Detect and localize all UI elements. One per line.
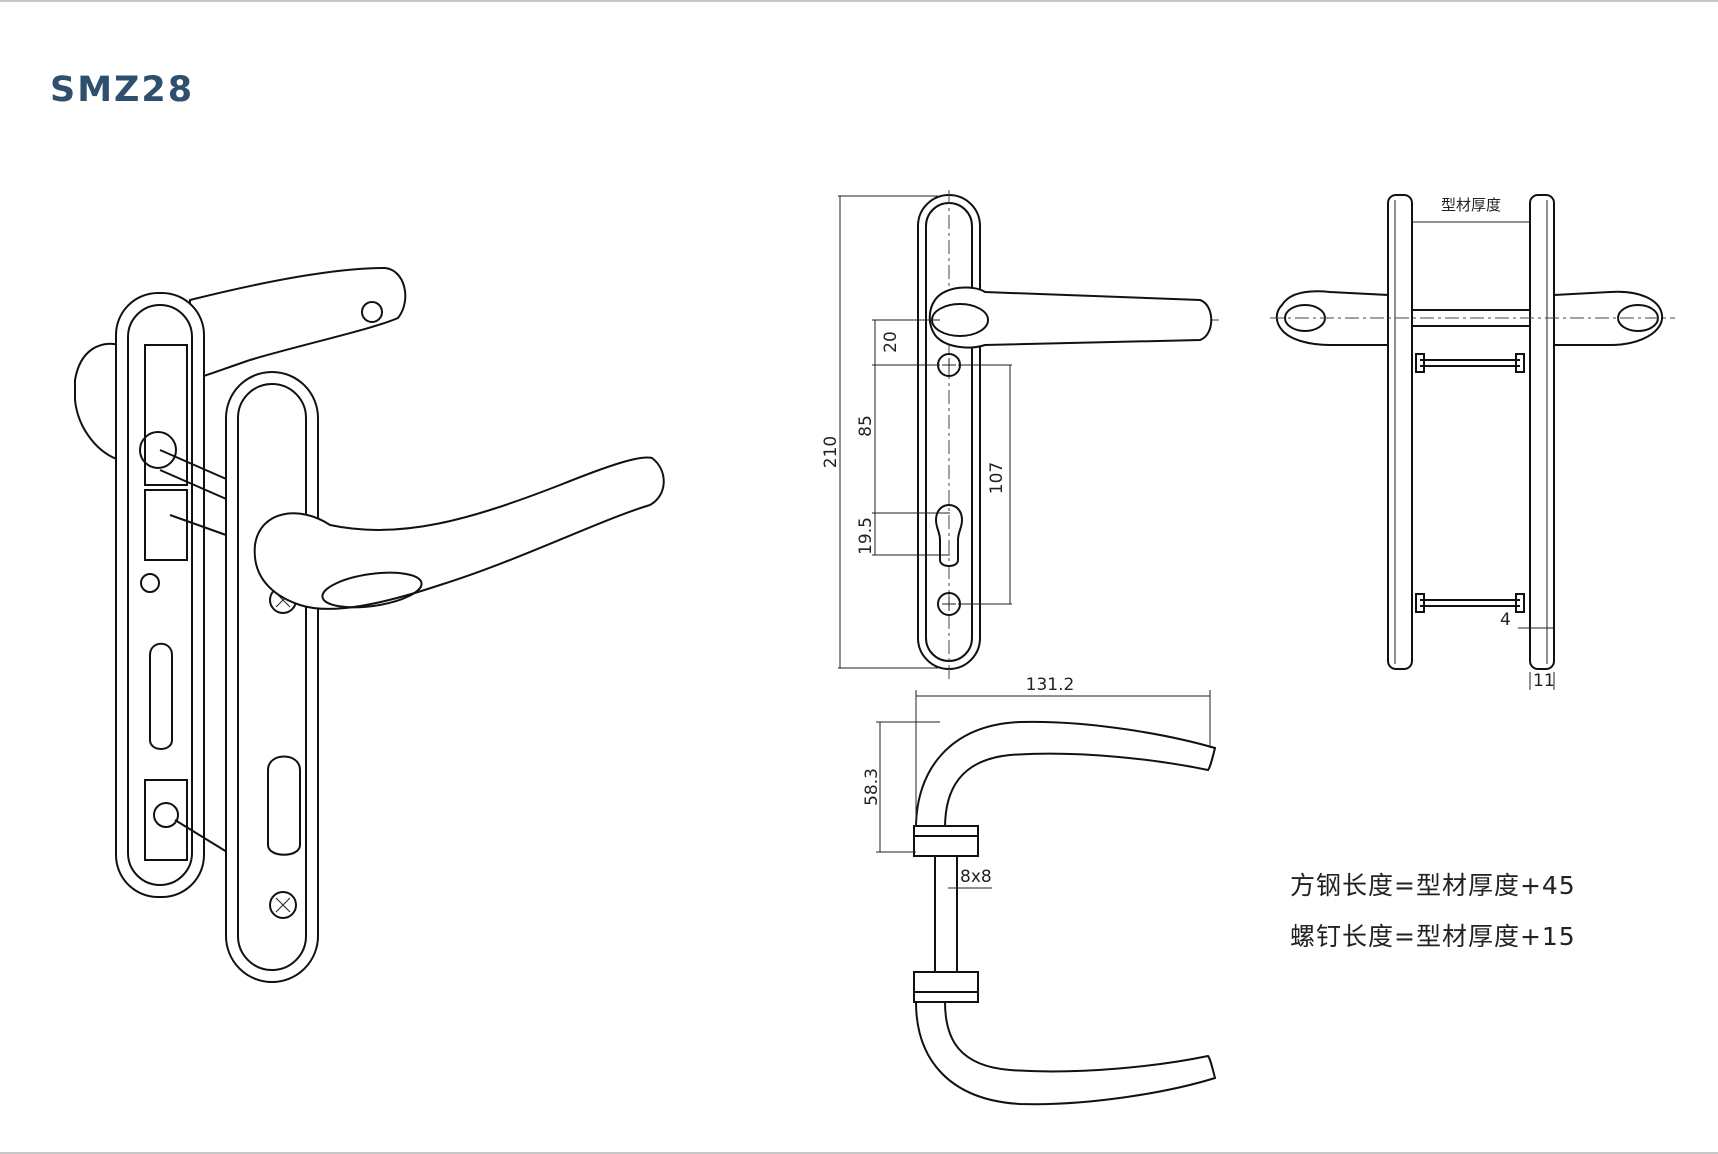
side-view: 型材厚度 4 11 — [1270, 194, 1675, 691]
back-plate — [115, 292, 205, 898]
dim-screw-spacing: 107 — [987, 462, 1007, 494]
front-lever — [253, 456, 665, 610]
dim-spindle: 8x8 — [960, 867, 992, 887]
dim-handle-to-screw: 20 — [881, 331, 901, 353]
profile-spindle — [934, 855, 958, 973]
handle-profile: 131.2 58.3 8x8 — [862, 675, 1217, 1106]
profile-thickness-label: 型材厚度 — [1441, 196, 1501, 214]
dim-plate-thickness: 11 — [1533, 671, 1555, 691]
product-title: SMZ28 — [50, 70, 195, 110]
cylinder-cutout — [934, 504, 964, 567]
dim-overall-height: 210 — [821, 436, 841, 468]
bottom-border — [0, 1152, 1718, 1154]
profile-lower-lever — [914, 1001, 1217, 1106]
elevation-lever — [928, 286, 1213, 349]
back-lever — [189, 266, 407, 382]
side-right-plate — [1529, 194, 1555, 670]
dim-handle-length: 131.2 — [1026, 675, 1075, 695]
dim-handle-height: 58.3 — [862, 768, 882, 806]
front-elevation: 210 20 85 19.5 107 — [821, 190, 1220, 680]
front-plate — [225, 371, 319, 983]
side-left-plate — [1387, 194, 1413, 670]
dim-offset-small: 4 — [1500, 610, 1511, 630]
isometric-view — [74, 266, 665, 983]
top-border — [0, 0, 1718, 2]
dim-cylinder: 19.5 — [856, 517, 876, 555]
spindle-length-note: 方钢长度=型材厚度+45 — [1290, 871, 1576, 900]
screw-length-note: 螺钉长度=型材厚度+15 — [1290, 922, 1576, 951]
dim-handle-to-cylinder: 85 — [856, 415, 876, 437]
profile-upper-lever — [914, 720, 1217, 829]
